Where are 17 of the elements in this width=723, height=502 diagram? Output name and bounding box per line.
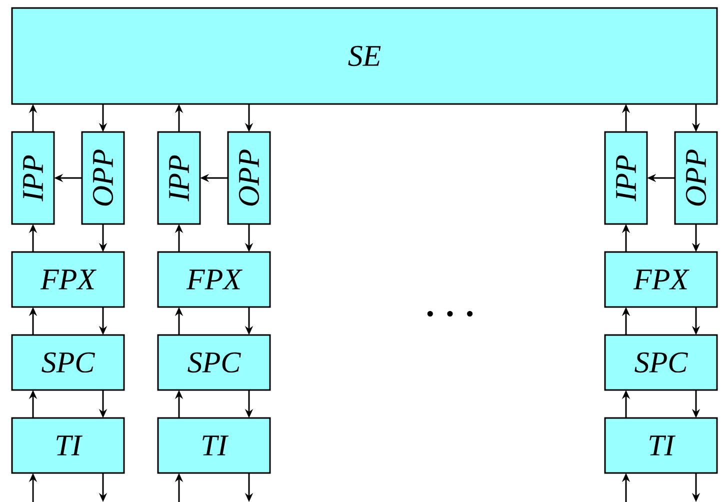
module-box: IPP bbox=[604, 131, 648, 225]
module-box: IPP bbox=[11, 131, 55, 225]
module-box: FPX bbox=[11, 251, 125, 308]
module-box: FPX bbox=[604, 251, 718, 308]
module-box: OPP bbox=[227, 131, 271, 225]
module-box: TI bbox=[157, 417, 271, 474]
ellipsis-dots: · · · bbox=[427, 311, 473, 316]
module-box: TI bbox=[11, 417, 125, 474]
module-box: FPX bbox=[157, 251, 271, 308]
module-box: SPC bbox=[157, 334, 271, 391]
module-box: IPP bbox=[157, 131, 201, 225]
module-box: SPC bbox=[11, 334, 125, 391]
module-box: OPP bbox=[81, 131, 125, 225]
module-box: SE bbox=[11, 7, 718, 105]
module-box: SPC bbox=[604, 334, 718, 391]
module-box: TI bbox=[604, 417, 718, 474]
module-box: OPP bbox=[674, 131, 718, 225]
